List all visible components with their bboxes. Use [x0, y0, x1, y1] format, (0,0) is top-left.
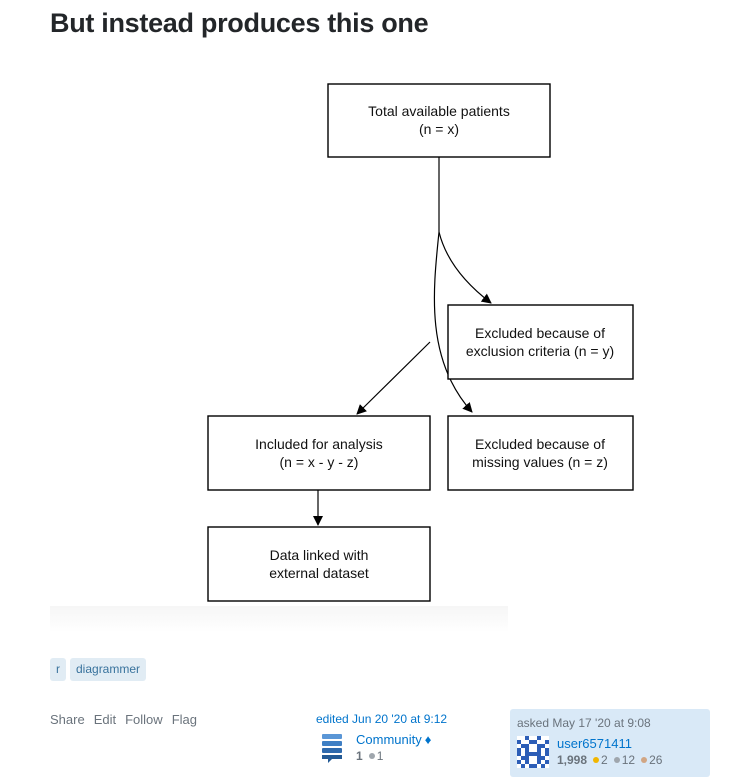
node-linked-line2: external dataset	[269, 565, 369, 581]
asker-reputation: 1,998	[557, 753, 588, 767]
edit-link[interactable]: Edit	[93, 712, 117, 727]
editor-silver-count: 1	[376, 749, 384, 763]
edge-to-excluded-missing	[433, 231, 473, 413]
gold-badge-icon	[593, 757, 600, 764]
silver-badge-icon	[613, 757, 620, 764]
identicon-avatar[interactable]	[517, 736, 549, 768]
flowchart-edges	[313, 157, 492, 526]
node-total-line2: (n = x)	[419, 121, 459, 137]
post-tags: r diagrammer	[50, 658, 147, 681]
node-excluded-criteria-line1: Excluded because of	[475, 325, 605, 341]
node-included-line1: Included for analysis	[255, 436, 383, 452]
edge-to-included	[356, 341, 431, 415]
editor-name[interactable]: Community	[356, 732, 422, 747]
flowchart-diagram: Total available patients (n = x) Exclude…	[207, 83, 634, 602]
asker-gold-count: 2	[601, 753, 608, 767]
asker-bronze-count: 26	[649, 753, 663, 767]
post-menu: Share Edit Follow Flag	[50, 712, 197, 727]
asked-timestamp: asked May 17 '20 at 9:08	[517, 716, 651, 730]
node-total-patients: Total available patients (n = x)	[327, 83, 551, 158]
node-excluded-criteria: Excluded because of exclusion criteria (…	[447, 304, 634, 380]
tag-diagrammer[interactable]: diagrammer	[70, 658, 147, 681]
tag-r[interactable]: r	[50, 658, 66, 681]
flag-link[interactable]: Flag	[171, 712, 197, 727]
node-excluded-missing-line2: missing values (n = z)	[472, 454, 608, 470]
asked-user-card: asked May 17 '20 at 9:08 user6571411	[510, 709, 710, 777]
follow-link[interactable]: Follow	[125, 712, 163, 727]
asker-silver-count: 12	[621, 753, 636, 767]
node-included-line2: (n = x - y - z)	[280, 454, 359, 470]
asker-stats: 1,998 2 12 26	[557, 752, 662, 768]
node-data-linked: Data linked with external dataset	[207, 526, 431, 602]
edited-timestamp[interactable]: edited Jun 20 '20 at 9:12	[316, 712, 448, 726]
editor-reputation: 1	[356, 749, 363, 763]
image-bottom-fade	[50, 606, 508, 632]
asker-name[interactable]: user6571411	[557, 736, 632, 751]
bronze-badge-icon	[641, 757, 648, 764]
node-total-line1: Total available patients	[368, 103, 510, 119]
silver-badge-icon	[368, 753, 375, 760]
share-link[interactable]: Share	[50, 712, 85, 727]
edge-to-excluded-criteria	[438, 231, 492, 304]
asker-details: user6571411 1,998 2 12 26	[557, 736, 662, 768]
node-linked-line1: Data linked with	[270, 547, 369, 563]
node-included-analysis: Included for analysis (n = x - y - z)	[207, 415, 431, 491]
node-excluded-missing-line1: Excluded because of	[475, 436, 605, 452]
asker-info: user6571411 1,998 2 12 26	[517, 736, 703, 768]
community-avatar-icon[interactable]	[316, 732, 348, 764]
moderator-diamond-icon: ♦	[424, 732, 432, 747]
post-heading: But instead produces this one	[50, 8, 429, 38]
node-excluded-criteria-line2: exclusion criteria (n = y)	[466, 343, 614, 359]
node-excluded-missing: Excluded because of missing values (n = …	[447, 415, 634, 491]
